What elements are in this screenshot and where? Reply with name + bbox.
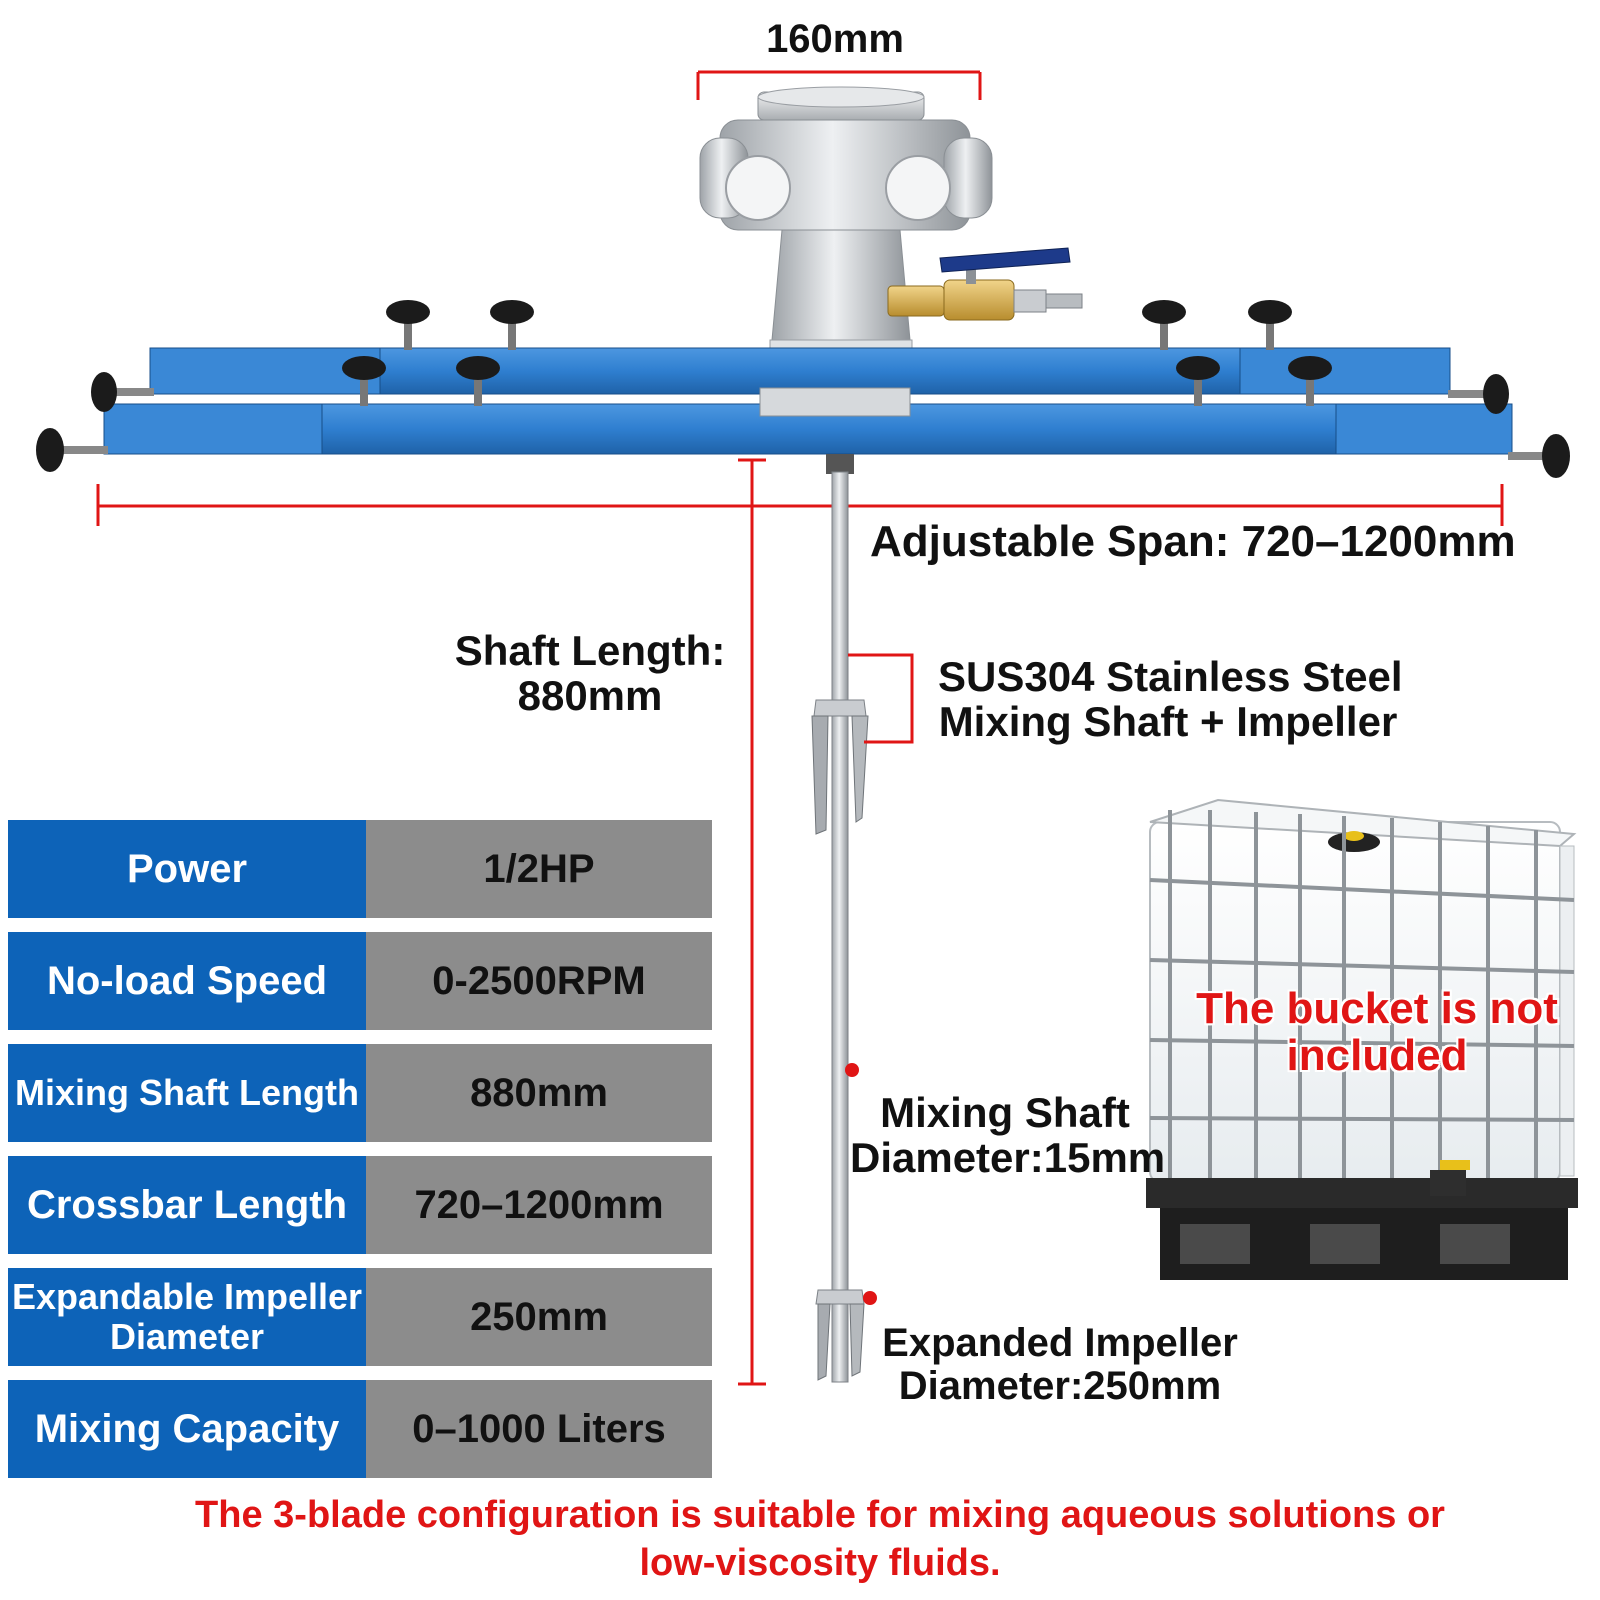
spec-row-capacity: Mixing Capacity 0–1000 Liters [8, 1380, 712, 1478]
spec-value: 1/2HP [366, 820, 712, 918]
blade-configuration-note: The 3-blade configuration is suitable fo… [195, 1494, 1445, 1584]
knob-icon [1142, 300, 1186, 350]
spec-row-crossbar-length: Crossbar Length 720–1200mm [8, 1156, 712, 1254]
spec-row-shaft-length: Mixing Shaft Length 880mm [8, 1044, 712, 1142]
clamp-knobs [36, 300, 1570, 478]
knob-icon [1508, 434, 1570, 478]
spec-table: Power 1/2HP No-load Speed 0-2500RPM Mixi… [8, 820, 712, 1478]
ibc-tote [1146, 798, 1578, 1280]
knob-icon [1176, 356, 1220, 406]
shaft-diameter-label: Mixing Shaft Diameter:15mm [850, 1089, 1166, 1182]
knob-icon [490, 300, 534, 350]
knob-icon [36, 428, 108, 472]
spec-value: 720–1200mm [366, 1156, 712, 1254]
knob-icon [386, 300, 430, 350]
spec-label: Mixing Shaft Length [8, 1044, 366, 1142]
spec-value: 0–1000 Liters [366, 1380, 712, 1478]
air-motor [699, 86, 993, 391]
span-label: Adjustable Span: 720–1200mm [870, 517, 1516, 566]
material-label: SUS304 Stainless Steel Mixing Shaft + Im… [938, 653, 1403, 746]
spec-row-power: Power 1/2HP [8, 820, 712, 918]
diameter-marker-dot [845, 1063, 859, 1077]
spec-value: 250mm [366, 1268, 712, 1366]
top-width-label: 160mm [766, 17, 904, 61]
material-callout-bracket [848, 653, 914, 744]
shaft-length-label: Shaft Length: 880mm [454, 627, 726, 720]
span-dimension-line [96, 484, 1504, 526]
spec-label: No-load Speed [8, 932, 366, 1030]
spec-value: 0-2500RPM [366, 932, 712, 1030]
air-valve [887, 247, 1083, 321]
impeller-marker-dot [863, 1291, 877, 1305]
knob-icon [1288, 356, 1332, 406]
top-dimension-bracket [696, 70, 982, 100]
shaft-dimension-line [738, 458, 766, 1386]
spec-label: Power [8, 820, 366, 918]
impeller-diameter-label: Expanded Impeller Diameter:250mm [882, 1321, 1238, 1409]
spec-label: Expandable Impeller Diameter [8, 1268, 366, 1366]
knob-icon [1448, 374, 1509, 414]
bucket-not-included-note: The bucket is not included [1196, 984, 1558, 1080]
knob-icon [91, 372, 154, 412]
motor-base-plate [759, 387, 911, 417]
spec-label: Mixing Capacity [8, 1380, 366, 1478]
knob-icon [456, 356, 500, 406]
spec-label: Crossbar Length [8, 1156, 366, 1254]
spec-value: 880mm [366, 1044, 712, 1142]
spec-row-speed: No-load Speed 0-2500RPM [8, 932, 712, 1030]
knob-icon [342, 356, 386, 406]
knob-icon [1248, 300, 1292, 350]
mixing-shaft [811, 454, 869, 1383]
spec-row-impeller-diameter: Expandable Impeller Diameter 250mm [8, 1268, 712, 1366]
